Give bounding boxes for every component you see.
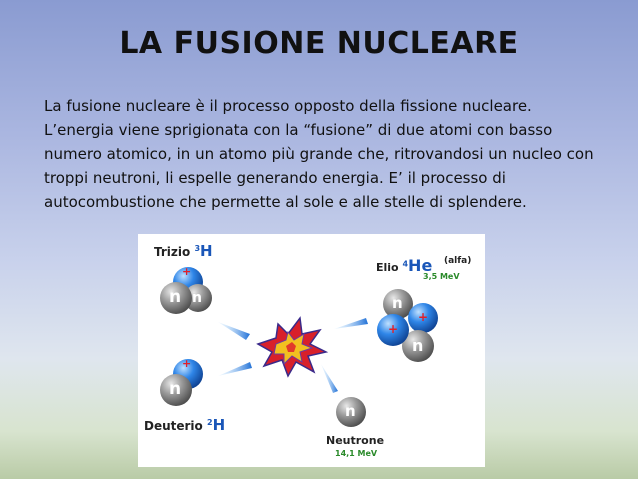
tritium-mass: 3: [194, 244, 201, 253]
helium-energy: 3,5 MeV: [423, 272, 460, 281]
neutron-energy: 14,1 MeV: [335, 449, 378, 458]
fusion-diagram-graphic: [160, 267, 438, 427]
body-line: L’energia viene sprigionata con la “fusi…: [44, 121, 553, 139]
neutron-glyph: n: [412, 336, 424, 355]
helium-nucleus: [377, 289, 438, 362]
proton-plus-icon: +: [182, 357, 192, 370]
neutron: [383, 289, 413, 319]
neutron: [184, 284, 212, 312]
neutron-glyph: n: [392, 294, 403, 312]
neutron-glyph: n: [192, 290, 202, 306]
neutron-glyph: n: [169, 379, 182, 399]
free-neutron: [336, 397, 366, 427]
neutron: [160, 282, 192, 314]
proton-plus-icon: +: [388, 322, 399, 336]
arrow-icon: [218, 322, 250, 340]
deuterium-symbol: H: [212, 416, 226, 434]
arrow-icon: [218, 362, 252, 376]
deuterium-mass: 2: [206, 418, 213, 427]
neutron: [402, 330, 434, 362]
neutron-glyph: n: [169, 287, 182, 307]
proton: [408, 303, 438, 333]
body-line: troppi neutroni, li espelle generando en…: [44, 169, 506, 187]
fusion-diagram: + n n + n n + n + n Trizio 3H Deuterio 2…: [138, 234, 485, 467]
body-line: La fusione nucleare è il processo oppost…: [44, 97, 532, 115]
helium-note: (alfa): [444, 256, 472, 266]
slide-body-text: La fusione nucleare è il processo oppost…: [44, 94, 634, 214]
neutron-glyph: n: [345, 402, 356, 420]
body-line: numero atomico, in un atomo più grande c…: [44, 145, 594, 163]
tritium-symbol: H: [200, 242, 213, 260]
tritium-label: Trizio 3H: [154, 242, 213, 260]
slide-title: LA FUSIONE NUCLEARE: [119, 26, 519, 61]
deuterium-nucleus: [160, 359, 203, 406]
deuterium-label: Deuterio 2H: [144, 416, 225, 434]
tritium-nucleus: [160, 267, 212, 314]
helium-symbol: He: [408, 256, 433, 275]
neutron: [160, 374, 192, 406]
deuterium-name: Deuterio: [144, 419, 203, 433]
neutron-label: Neutrone: [326, 434, 385, 447]
proton-plus-icon: +: [182, 265, 192, 278]
body-line: autocombustione che permette al sole e a…: [44, 193, 527, 211]
helium-label: Elio 4He: [376, 256, 432, 275]
helium-mass: 4: [402, 259, 409, 269]
helium-name: Elio: [376, 261, 399, 274]
fusion-burst-icon: [256, 316, 329, 378]
arrow-icon: [334, 318, 368, 329]
proton-plus-icon: +: [418, 310, 429, 324]
proton: [377, 314, 409, 346]
arrow-icon: [321, 364, 338, 393]
tritium-name: Trizio: [154, 245, 191, 259]
